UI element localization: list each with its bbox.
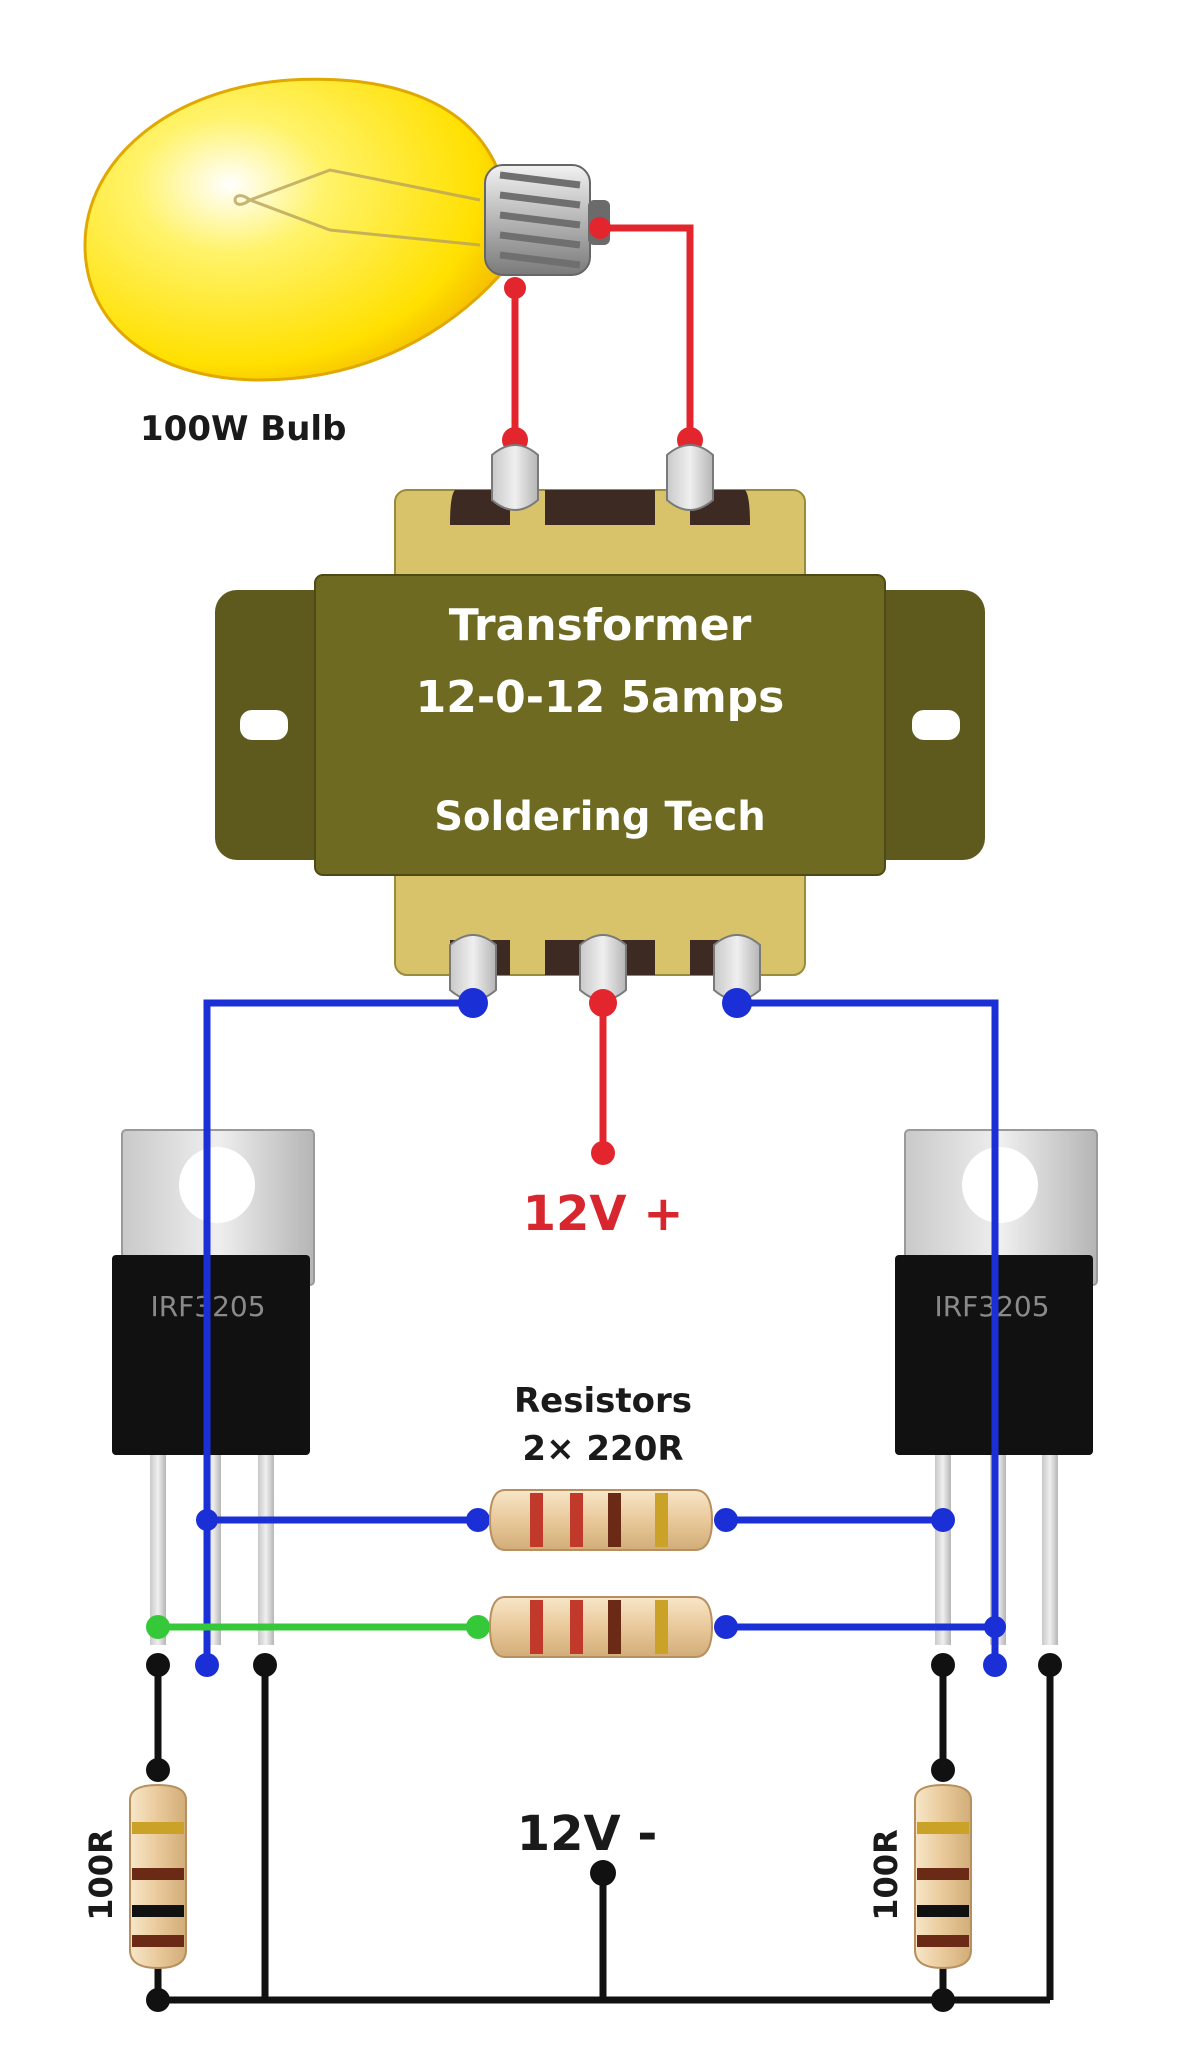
node bbox=[931, 1508, 955, 1532]
secondary-wire-left bbox=[203, 999, 473, 1665]
node bbox=[984, 1616, 1006, 1638]
bulb-glass bbox=[83, 77, 502, 382]
node bbox=[1038, 1653, 1062, 1677]
node bbox=[466, 1615, 490, 1639]
mosfet-left: IRF3205 bbox=[112, 1129, 315, 1645]
resistor-100r-right-label: 100R bbox=[867, 1829, 905, 1920]
transformer-title: Transformer bbox=[449, 600, 752, 651]
primary-wires bbox=[511, 224, 694, 440]
node bbox=[714, 1508, 738, 1532]
bulb-label: 100W Bulb bbox=[140, 409, 346, 449]
ground-nodes bbox=[146, 1653, 1062, 2012]
node bbox=[504, 277, 526, 299]
secondary-wire-right bbox=[737, 999, 999, 1665]
gate-wire-green bbox=[146, 1615, 490, 1639]
node bbox=[589, 989, 617, 1017]
bulb-screw-base bbox=[484, 164, 610, 276]
node bbox=[195, 1653, 219, 1677]
node bbox=[589, 217, 611, 239]
primary-wire-right bbox=[600, 224, 694, 440]
node bbox=[146, 1988, 170, 2012]
secondary-wires bbox=[203, 999, 999, 1665]
node bbox=[146, 1653, 170, 1677]
supply-negative-label: 12V - bbox=[517, 1806, 658, 1862]
node bbox=[931, 1653, 955, 1677]
node bbox=[146, 1758, 170, 1782]
node bbox=[146, 1615, 170, 1639]
center-tap-wire bbox=[589, 989, 617, 1165]
supply-positive-label: 12V + bbox=[523, 1186, 684, 1242]
node bbox=[590, 1860, 616, 1886]
node bbox=[196, 1509, 218, 1531]
resistor-220r-top bbox=[488, 1489, 714, 1551]
resistor-100r-right bbox=[914, 1783, 972, 1970]
node bbox=[253, 1653, 277, 1677]
resistor-pair-label-line1: Resistors bbox=[514, 1381, 692, 1421]
node bbox=[466, 1508, 490, 1532]
resistor-100r-left bbox=[129, 1783, 187, 1970]
bulb-filament bbox=[233, 168, 481, 247]
transformer: Transformer 12-0-12 5amps Soldering Tech bbox=[215, 444, 985, 1001]
transformer-rating: 12-0-12 5amps bbox=[416, 672, 785, 723]
transformer-body bbox=[314, 574, 886, 876]
node bbox=[983, 1653, 1007, 1677]
resistor-100r-left-label: 100R bbox=[82, 1829, 120, 1920]
node bbox=[458, 988, 488, 1018]
node bbox=[591, 1141, 615, 1165]
resistor-220r-bottom bbox=[488, 1596, 714, 1658]
bulb: 100W Bulb bbox=[83, 77, 610, 449]
node bbox=[931, 1988, 955, 2012]
node bbox=[931, 1758, 955, 1782]
secondary-wire-nodes bbox=[195, 988, 1007, 1677]
transformer-brand: Soldering Tech bbox=[434, 794, 766, 840]
node bbox=[714, 1615, 738, 1639]
node bbox=[722, 988, 752, 1018]
transformer-terminals-top bbox=[491, 444, 714, 511]
ground-wires bbox=[154, 1665, 1054, 2004]
resistor-pair-label-line2: 2× 220R bbox=[522, 1429, 683, 1469]
